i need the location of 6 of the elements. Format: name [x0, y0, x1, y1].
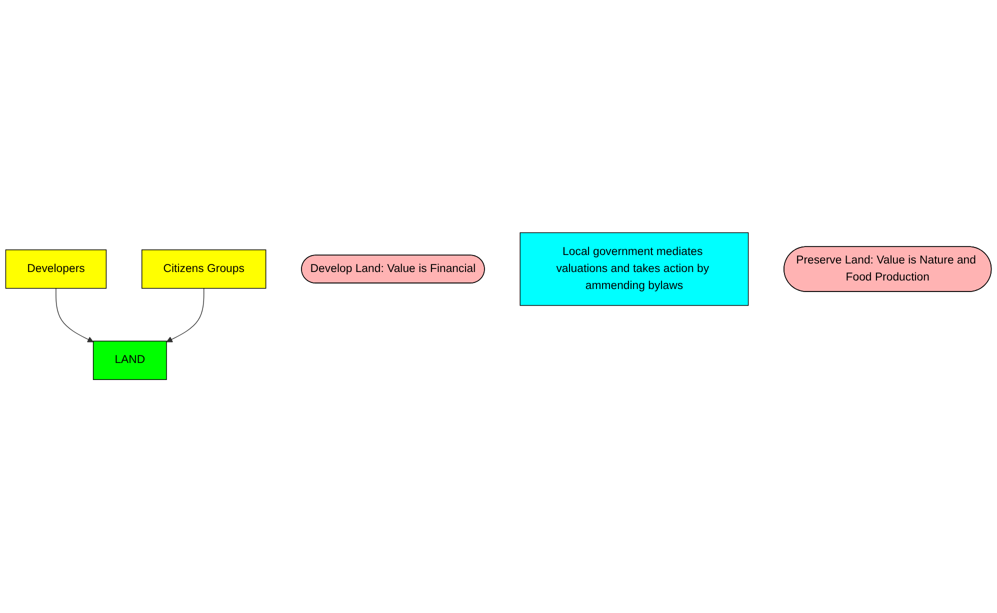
node-box: Developers — [5, 250, 107, 290]
node-box: Citizens Groups — [142, 250, 266, 290]
arrow — [56, 288, 94, 343]
arrow — [166, 288, 204, 343]
node-box: Local government mediates valuations and takes action by ammending bylaws — [520, 232, 749, 306]
node-box: LAND — [92, 341, 167, 380]
